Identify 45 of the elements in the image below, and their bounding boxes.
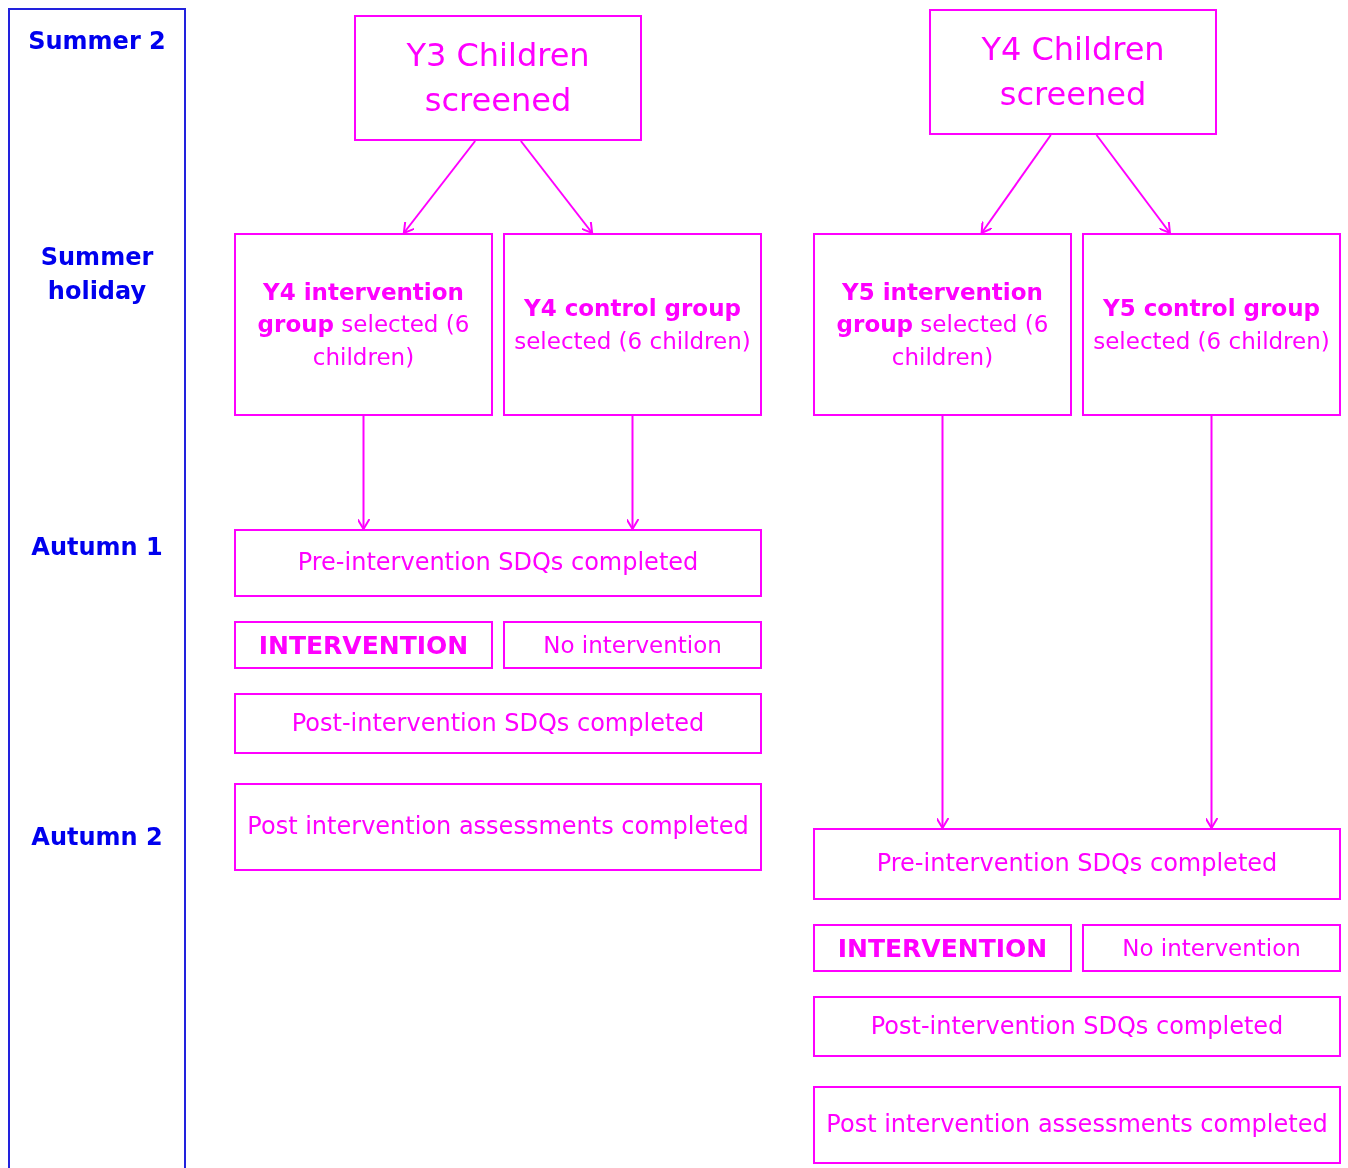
box-text: Y5 control group selected (6 children) [1092, 294, 1331, 356]
process-box [813, 996, 1341, 1057]
term-label: Autumn 1 [30, 532, 164, 563]
box-text: INTERVENTION [837, 932, 1048, 965]
box-text: Post intervention assessments completed [247, 811, 749, 843]
process-box [813, 924, 1072, 972]
arrow [1204, 415, 1219, 829]
box-text: No intervention [543, 630, 722, 660]
box-text: Pre-intervention SDQs completed [297, 547, 699, 579]
process-box [813, 828, 1341, 900]
arrow [935, 415, 950, 829]
process-box [813, 1086, 1341, 1164]
box-text: Pre-intervention SDQs completed [876, 848, 1278, 880]
box-text: Y3 Children screened [405, 35, 591, 121]
box-text: Y4 control group selected (6 children) [513, 294, 752, 356]
process-box [1082, 233, 1341, 416]
arrow [1095, 134, 1171, 234]
arrow [356, 415, 371, 530]
process-box [1082, 924, 1341, 972]
process-box [354, 15, 642, 141]
arrow [980, 134, 1052, 234]
process-box [234, 783, 762, 871]
term-label: Autumn 2 [30, 822, 164, 853]
timeline-band [8, 8, 186, 1168]
box-text: Y5 intervention group selected (6 children) [835, 278, 1050, 372]
box-text: Y4 Children screened [980, 29, 1166, 115]
box-text: Post-intervention SDQs completed [291, 707, 705, 739]
process-box [503, 233, 762, 416]
term-label: Summer 2 [27, 26, 167, 57]
process-box [234, 233, 493, 416]
term-label: Summer holiday [39, 242, 155, 307]
process-box [234, 621, 493, 669]
arrow [625, 415, 640, 530]
process-box [929, 9, 1217, 135]
arrow [519, 140, 594, 234]
box-text: Post intervention assessments completed [826, 1109, 1328, 1141]
box-text: No intervention [1122, 933, 1301, 963]
process-box [813, 233, 1072, 416]
box-text: INTERVENTION [258, 629, 469, 662]
box-text: Post-intervention SDQs completed [870, 1010, 1284, 1042]
arrow [402, 140, 477, 234]
process-box [234, 529, 762, 597]
box-text: Y4 intervention group selected (6 children) [256, 278, 471, 372]
process-box [234, 693, 762, 754]
process-box [503, 621, 762, 669]
